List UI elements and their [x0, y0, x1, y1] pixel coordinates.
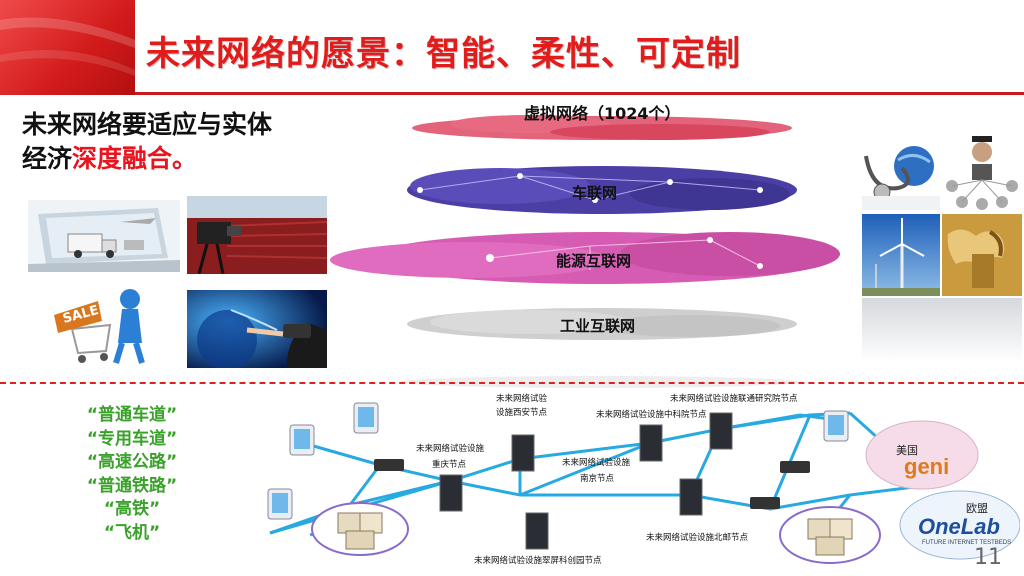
road-item-ordinary-lane: “普通车道”: [86, 405, 178, 425]
logistics-laptop-image: [28, 200, 180, 272]
node-label-chongqing-1: 未来网络试验设施: [416, 444, 485, 454]
left-lab-cloud: [311, 502, 409, 556]
network-layers-diagram: [330, 115, 840, 388]
node-label-xian-2: 设施西安节点: [496, 408, 548, 418]
server-icon: [709, 412, 733, 450]
switch-icon: [374, 459, 404, 471]
intro-line-1: 未来网络要适应与实体: [22, 110, 273, 139]
server-icon: [679, 478, 703, 516]
node-label-zhongke: 未来网络试验设施中科院节点: [596, 410, 707, 420]
server-icon: [511, 434, 535, 472]
node-label-nanjing-2: 南京节点: [580, 474, 615, 484]
intro-text: 未来网络要适应与实体 经济深度融合。: [22, 108, 272, 176]
road-analogy-list: “普通车道” “专用车道” “高速公路” “普通铁路” “高铁” “飞机”: [62, 404, 202, 545]
node-label-xian-1: 未来网络试验: [496, 394, 548, 404]
road-item-ordinary-railway: “普通铁路”: [86, 475, 178, 496]
energy-internet-cloud: [330, 232, 840, 284]
right-lab-cloud: [779, 506, 881, 564]
vehicle-network-cloud: [407, 166, 797, 214]
sale-cart-image: SALE: [50, 285, 170, 367]
node-label-cuiping: 未来网络试验设施翠屏科创园节点: [474, 556, 602, 566]
section-divider: [0, 382, 1024, 384]
vr-headset-image: [187, 290, 327, 368]
intro-highlight: 深度融合。: [72, 144, 198, 173]
geni-logo: geni: [904, 454, 950, 479]
image-reflection: [862, 298, 1022, 362]
us-label: 美国: [896, 444, 918, 457]
industrial-internet-cloud: [400, 308, 800, 388]
switch-icon: [750, 497, 780, 509]
energy-internet-label: 能源互联网: [556, 252, 632, 270]
server-icon: [439, 474, 463, 512]
header-corner-stripes: [0, 17, 135, 76]
road-item-dedicated-lane: “专用车道”: [86, 428, 178, 449]
road-item-highway: “高速公路”: [86, 452, 178, 472]
monitor-icon: [823, 410, 849, 442]
title-underline: [135, 92, 1024, 95]
monitor-icon: [289, 424, 315, 456]
node-label-beiyou: 未来网络试验设施北邮节点: [646, 533, 749, 543]
node-label-nanjing-1: 未来网络试验设施: [562, 458, 631, 468]
geni-cloud: [865, 420, 979, 490]
road-item-airplane: “飞机”: [103, 522, 161, 543]
intro-line-2: 经济深度融合。: [22, 142, 272, 176]
monitor-icon: [267, 488, 293, 520]
onelab-subtitle: FUTURE INTERNET TESTBEDS: [922, 540, 1012, 546]
industrial-internet-label: 工业互联网: [560, 317, 636, 335]
vehicle-network-label: 车联网: [572, 184, 618, 202]
intro-line-2-prefix: 经济: [22, 144, 73, 173]
road-item-high-speed-rail: “高铁”: [103, 499, 161, 519]
graduate-network-image: [942, 126, 1022, 210]
page-number: 11: [974, 545, 1002, 570]
slide-title: 未来网络的愿景：智能、柔性、可定制: [146, 34, 741, 74]
monitor-icon: [353, 402, 379, 434]
header-corner-block: [0, 0, 135, 95]
gold-map-image: [942, 214, 1022, 296]
node-label-tsinghua: 未来网络试验设施联通研究院节点: [670, 394, 798, 404]
testbed-topology: [267, 402, 1020, 564]
wind-turbine-image: [862, 214, 940, 296]
onelab-cloud: [899, 490, 1020, 560]
stethoscope-globe-image: [862, 126, 940, 210]
virtual-network-cloud: [412, 115, 792, 140]
server-icon: [639, 424, 663, 462]
virtual-network-label: 虚拟网络（1024个）: [524, 104, 681, 123]
eu-label: 欧盟: [966, 502, 988, 515]
server-icon: [525, 512, 549, 550]
onelab-logo: OneLab: [918, 514, 1000, 539]
node-label-chongqing-2: 重庆节点: [432, 460, 467, 470]
switch-icon: [780, 461, 810, 473]
stadium-camera-image: [187, 196, 327, 274]
